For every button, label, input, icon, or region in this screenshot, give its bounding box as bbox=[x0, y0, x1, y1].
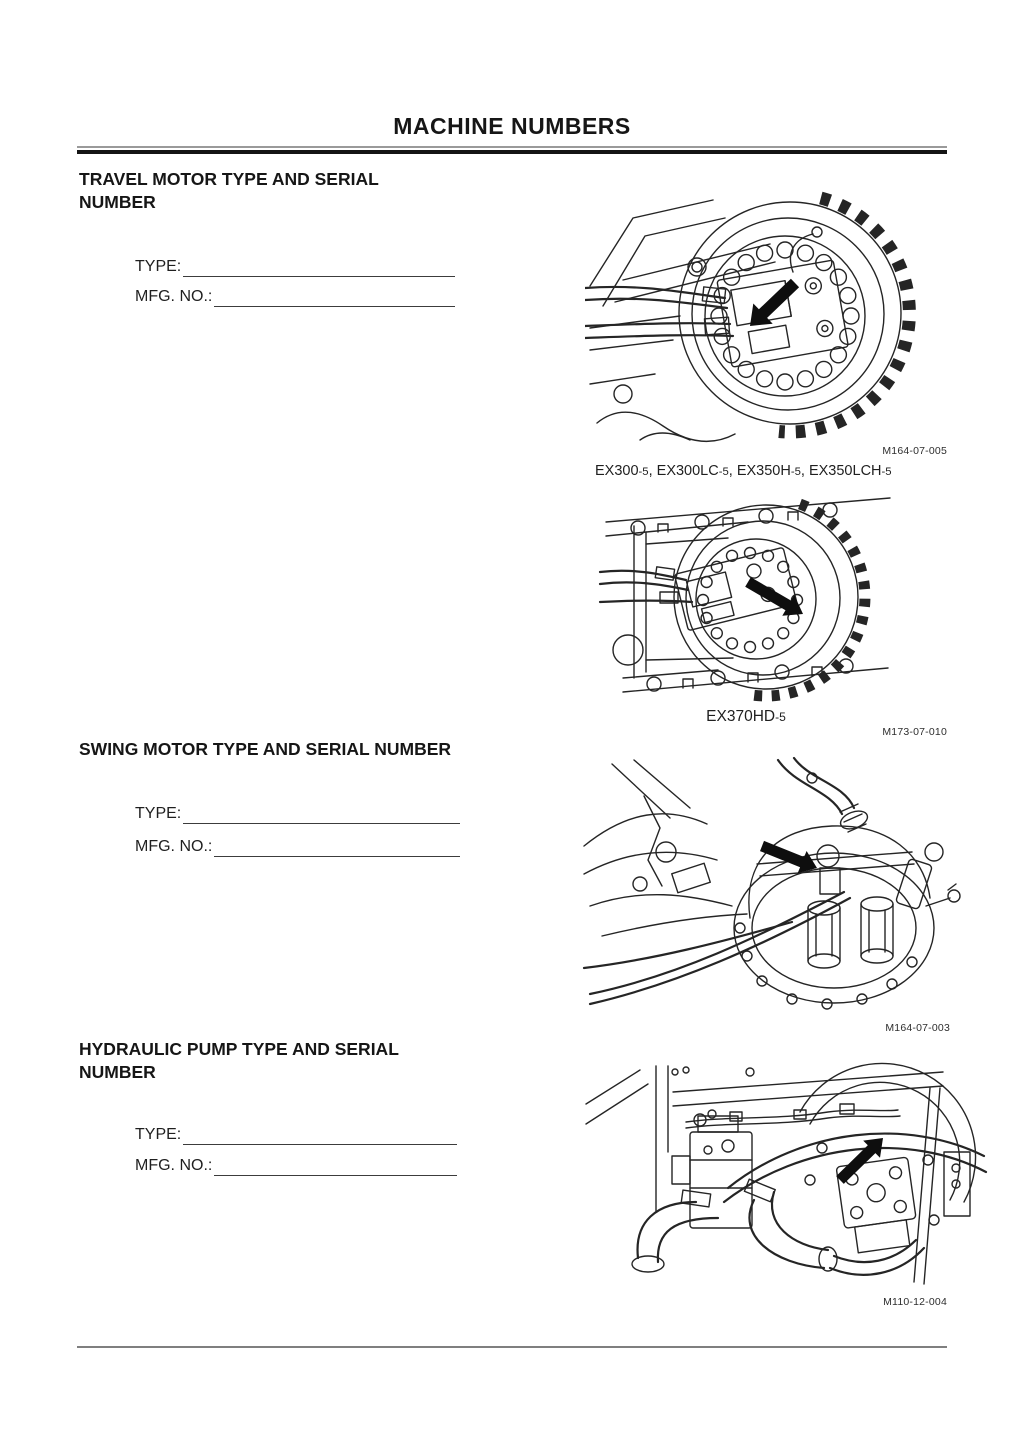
travel-ex300-models-caption: EX300-5, EX300LC-5, EX350H-5, EX350LCH-5 bbox=[595, 463, 892, 479]
port-cylinders bbox=[807, 896, 894, 969]
hydraulic-type-label: TYPE: bbox=[135, 1126, 182, 1143]
travel-mfg-field-row: MFG. NO.: bbox=[135, 286, 455, 307]
hydraulic-mfg-blank-line bbox=[214, 1156, 457, 1176]
swing-type-label: TYPE: bbox=[135, 805, 182, 822]
swing-motor-heading: SWING MOTOR TYPE AND SERIAL NUMBER bbox=[79, 739, 452, 759]
travel-type-label: TYPE: bbox=[135, 258, 182, 275]
travel-motor-ex370-drawing bbox=[598, 497, 891, 702]
swing-type-field-row: TYPE: bbox=[135, 803, 460, 824]
swing-motor-drawing bbox=[582, 756, 961, 1010]
travel-type-blank-line bbox=[183, 257, 455, 277]
footer-rule bbox=[77, 1346, 947, 1348]
location-arrow-icon bbox=[836, 1138, 883, 1184]
travel-motor-ex370-illustration bbox=[598, 492, 898, 710]
header-rule bbox=[77, 146, 947, 154]
location-arrow-icon bbox=[750, 278, 800, 326]
bolt-ring bbox=[710, 241, 860, 391]
flange-bolts bbox=[734, 922, 918, 1010]
hydraulic-mfg-label: MFG. NO.: bbox=[135, 1157, 213, 1174]
location-arrow-icon bbox=[760, 840, 817, 874]
travel-ex370-caption: EX370HD-5 bbox=[706, 708, 786, 725]
hydraulic-pump-illustration bbox=[578, 1060, 988, 1295]
travel-type-field-row: TYPE: bbox=[135, 256, 455, 277]
travel-mfg-label: MFG. NO.: bbox=[135, 288, 213, 305]
swing-motor-illustration bbox=[582, 756, 962, 1021]
travel-mfg-blank-line bbox=[214, 287, 455, 307]
swing-mfg-blank-line bbox=[214, 837, 460, 857]
swing-mfg-label: MFG. NO.: bbox=[135, 838, 213, 855]
figure-code-travel-ex300: M164-07-005 bbox=[882, 445, 947, 457]
hydraulic-pump-drawing bbox=[585, 1062, 988, 1285]
header-rule-thin bbox=[77, 146, 947, 148]
hydraulic-pump-heading: HYDRAULIC PUMP TYPE AND SERIAL NUMBER bbox=[79, 1039, 399, 1082]
location-arrow-icon bbox=[745, 577, 803, 616]
hydraulic-type-field-row: TYPE: bbox=[135, 1124, 457, 1145]
swing-mfg-field-row: MFG. NO.: bbox=[135, 836, 460, 857]
swing-type-blank-line bbox=[183, 804, 460, 824]
page-title: MACHINE NUMBERS bbox=[393, 113, 631, 139]
hydraulic-type-blank-line bbox=[183, 1125, 457, 1145]
motor-valve-block bbox=[674, 547, 798, 631]
motor-valve-block bbox=[716, 259, 849, 368]
hydraulic-mfg-field-row: MFG. NO.: bbox=[135, 1155, 457, 1176]
travel-motor-heading: TRAVEL MOTOR TYPE AND SERIAL NUMBER bbox=[79, 169, 379, 212]
travel-motor-ex300-drawing bbox=[585, 191, 916, 443]
figure-code-travel-ex370: M173-07-010 bbox=[882, 726, 947, 738]
pump-block bbox=[835, 1156, 917, 1254]
travel-motor-ex300-illustration bbox=[585, 188, 955, 446]
header-rule-thick bbox=[77, 150, 947, 154]
figure-code-hydraulic: M110-12-004 bbox=[883, 1296, 947, 1308]
figure-code-swing: M164-07-003 bbox=[885, 1022, 950, 1034]
